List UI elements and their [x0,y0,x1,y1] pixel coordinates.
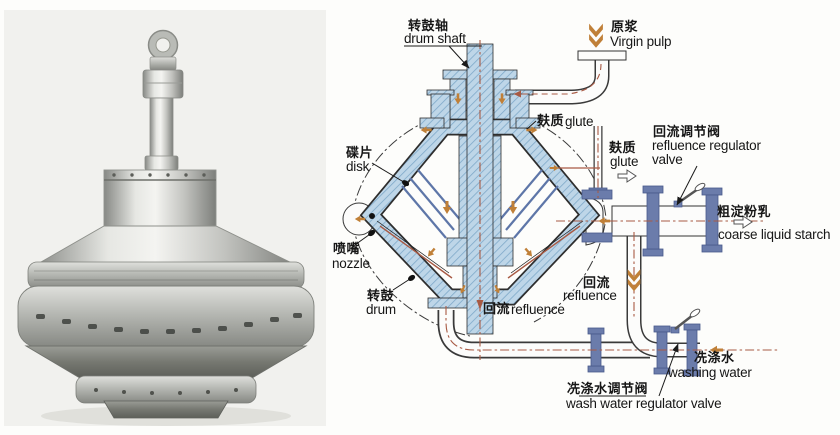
disk-stack [401,169,559,239]
leader-reflux-valve [676,165,698,206]
label-glute-side-en: glute [610,154,638,169]
flow-arrow-icon [425,246,438,259]
label-reflux-valve-en1: refluence regulator [652,138,761,153]
label-virgin-pulp-en: Virgin pulp [610,34,671,49]
label-wash-valve-zh: 冼涤水调节阀 [567,381,648,396]
label-reflux-bottom-en: refluence [511,302,565,317]
label-nozzle-en: nozzle [332,256,370,271]
flow-centerlines [445,40,778,360]
label-coarse-starch-zh: 粗淀粉乳 [717,204,771,219]
label-drum-shaft-zh: 转鼓轴 [408,18,449,33]
label-reflux-bottom-zh: 回流 [483,301,510,316]
nozzle-slots [36,313,302,334]
glute-direction-arrow-icon [617,169,637,183]
label-glute-upper-en: glute [565,114,593,129]
label-drum-zh: 转鼓 [367,288,395,303]
flow-arrow-icon [508,201,518,214]
label-reflux-pipe-zh: 回流 [583,275,610,290]
leader-nozzle [351,229,376,248]
lifting-eye-bolt [147,29,179,71]
reflux-valve-handle [673,182,706,208]
label-glute-upper-zh: 麸质 [536,113,564,128]
rim-ring [27,261,305,290]
base-ring [75,375,257,404]
label-virgin-pulp-zh: 原浆 [611,19,639,34]
inlet-flange [577,50,627,61]
leader-glute-upper [526,120,537,130]
flow-line-arrowheads [476,90,521,310]
starch-direction-arrow-icon [733,215,753,229]
label-glute-side-zh: 麸质 [608,140,636,155]
virgin-pulp-pipe [515,50,627,105]
label-wash-valve-en: wash water regulator valve [565,396,721,411]
label-reflux-valve-zh: 回流调节阀 [653,124,721,139]
drive-shaft [142,69,184,171]
label-washing-water-zh: 冼涤水 [694,350,735,365]
label-coarse-starch-en: coarse liquid starch [718,227,830,242]
label-drum-en: drum [366,302,396,317]
base-foot [103,400,229,419]
separator-diagram: 转鼓轴 drum shaft 原浆 Virgin pulp 麸质 glute 麸… [332,18,831,411]
flow-arrow-icon [589,23,603,48]
nozzle-band [17,285,315,348]
label-reflux-pipe-en: refluence [563,288,617,303]
label-disk-en: disk [346,159,370,174]
leader-drum [392,274,416,291]
nozzle-point [369,213,375,219]
flow-arrow-icon [442,201,452,214]
leader-drum-shaft [448,45,470,69]
wash-valve-handle [670,308,701,334]
leader-lines [351,45,698,397]
label-washing-water-en: washing water [667,365,752,380]
flow-arrow-icon [522,246,535,259]
label-nozzle-zh: 喷嘴 [333,241,360,256]
label-drum-shaft-en: drum shaft [404,31,466,46]
leader-disk [371,162,410,187]
leader-wash-valve [658,343,679,397]
neck-housing [103,169,217,229]
diagram-labels: 转鼓轴 drum shaft 原浆 Virgin pulp 麸质 glute 麸… [332,18,831,411]
label-reflux-valve-en2: valve [652,152,683,167]
nozzle-channels [376,220,584,279]
machine-photo [4,10,326,426]
label-disk-zh: 碟片 [346,145,373,160]
